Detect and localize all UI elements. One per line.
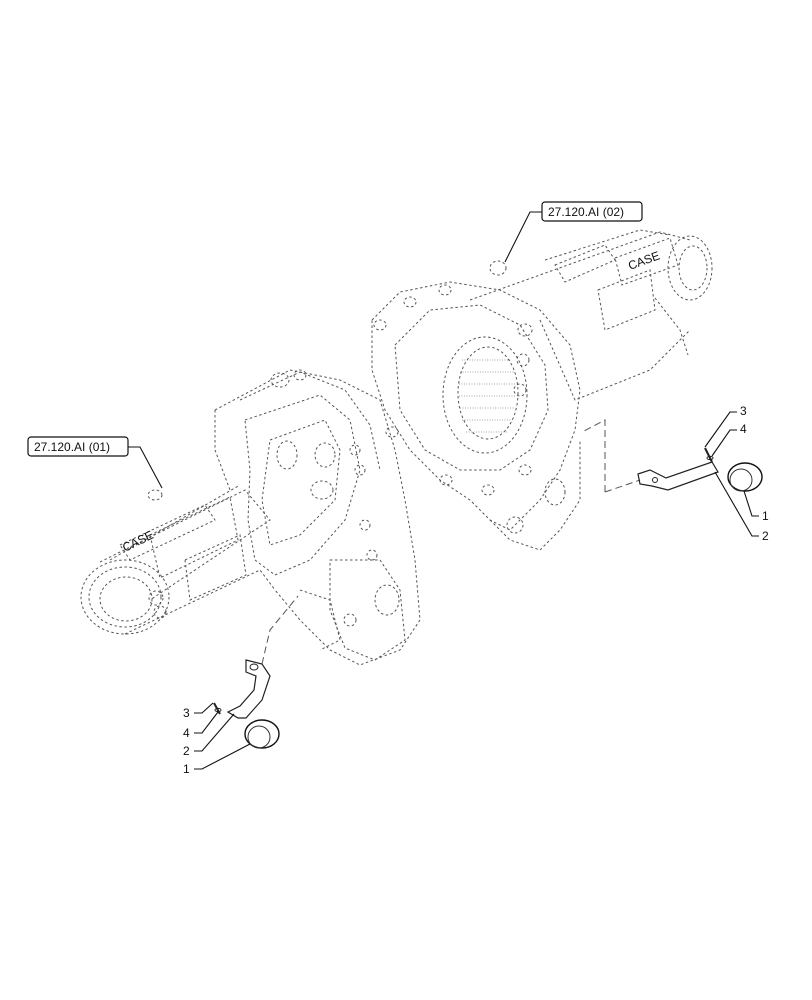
casting-text-left: CASE (120, 528, 156, 555)
left-axle-housing: CASE (80, 369, 421, 666)
callout-right-1: 1 (762, 509, 769, 523)
right-cover-assembly (637, 447, 763, 492)
callout-left-2: 2 (183, 744, 190, 758)
callout-left-3: 3 (183, 706, 190, 720)
reference-leader-left (128, 446, 163, 489)
reference-label-left: 27.120.AI (01) (34, 440, 110, 454)
callout-right-2: 2 (762, 529, 769, 543)
reference-label-right: 27.120.AI (02) (548, 205, 624, 219)
casting-text-right: CASE (626, 248, 662, 272)
callout-left-1: 1 (183, 762, 190, 776)
reference-box-left[interactable]: 27.120.AI (01) (27, 436, 129, 457)
right-axle-housing: CASE (371, 229, 713, 551)
callout-right-4: 4 (740, 422, 747, 436)
assembly-lines (261, 419, 641, 665)
reference-leader-right (504, 211, 542, 263)
left-cover-assembly (213, 659, 280, 749)
callout-right-3: 3 (740, 404, 747, 418)
left-callouts: 3 4 2 1 (183, 702, 251, 776)
reference-box-right[interactable]: 27.120.AI (02) (541, 201, 643, 222)
right-callouts: 3 4 1 2 (704, 404, 769, 543)
callout-left-4: 4 (183, 726, 190, 740)
